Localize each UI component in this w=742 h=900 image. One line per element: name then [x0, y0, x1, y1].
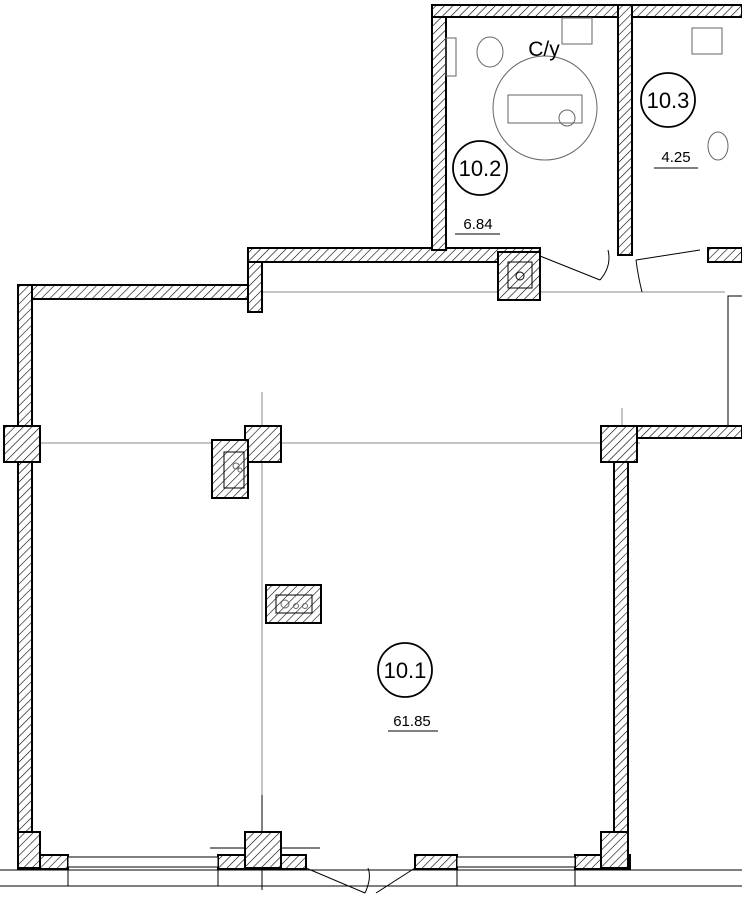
columns [3, 425, 638, 869]
room-10-3-label: 10.3 4.25 [640, 72, 698, 169]
room-10-1-area: 61.85 [393, 713, 431, 730]
room-10-3-circle [640, 72, 696, 128]
room-10-2-area: 6.84 [463, 216, 492, 233]
windows [0, 856, 742, 887]
room-10-1-circle [377, 642, 433, 698]
room-10-2-label: С/у 10.2 6.84 [452, 38, 560, 235]
room-10-2-number: 10.2 [459, 156, 502, 181]
room-10-2-circle [452, 140, 508, 196]
room-10-3-area: 4.25 [661, 149, 690, 166]
room-10-1-number: 10.1 [384, 658, 427, 683]
shafts [211, 251, 541, 624]
bathroom-fixtures [445, 17, 729, 161]
bathroom-doors [539, 249, 701, 293]
room-10-2-name: С/у [528, 38, 560, 61]
room-10-3-number: 10.3 [647, 88, 690, 113]
entrance-door [305, 867, 416, 894]
room-10-1-label: 10.1 61.85 [377, 642, 438, 732]
